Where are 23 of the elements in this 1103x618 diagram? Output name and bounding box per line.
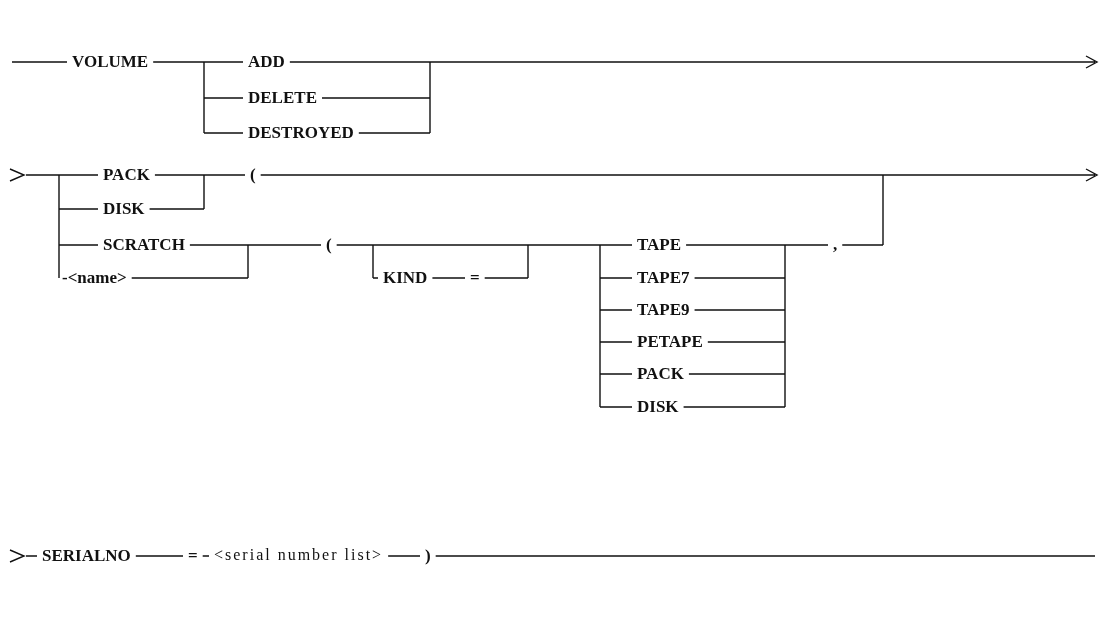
syntax-keyword: TAPE9 — [637, 300, 690, 318]
syntax-keyword: = — [470, 268, 480, 286]
syntax-keyword: PACK — [637, 364, 684, 382]
syntax-keyword: DESTROYED — [248, 123, 354, 141]
syntax-keyword: <serial number list> — [214, 547, 384, 564]
syntax-keyword: SERIALNO — [42, 546, 131, 564]
syntax-keyword: TAPE — [637, 235, 682, 253]
syntax-keyword: DISK — [637, 397, 679, 415]
syntax-keyword: = — [188, 546, 198, 564]
syntax-keyword: ( — [326, 235, 332, 253]
syntax-keyword: ( — [250, 165, 256, 183]
syntax-keyword: ADD — [248, 52, 285, 70]
syntax-keyword: DELETE — [248, 88, 317, 106]
syntax-keyword: PACK — [103, 165, 150, 183]
syntax-keyword: SCRATCH — [103, 235, 185, 253]
syntax-keyword: KIND — [383, 268, 428, 286]
syntax-keyword: PETAPE — [637, 332, 703, 350]
syntax-keyword: VOLUME — [72, 52, 149, 70]
syntax-keyword: -<name> — [62, 268, 127, 286]
syntax-keyword: ) — [425, 546, 431, 564]
syntax-keyword: DISK — [103, 199, 145, 217]
syntax-keyword: TAPE7 — [637, 268, 690, 286]
syntax-keyword: , — [833, 235, 838, 253]
